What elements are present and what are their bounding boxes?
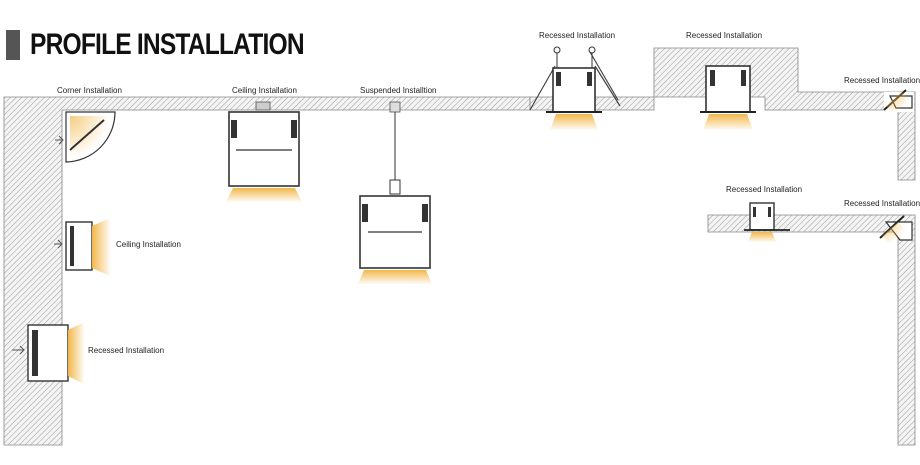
- label-suspended-installation: Suspended Installtion: [360, 86, 437, 95]
- label-recessed-installation-wall: Recessed Installation: [88, 346, 165, 355]
- recessed-corner-installation-profile-low: [879, 215, 913, 244]
- wall-recessed-installation-profile: [12, 322, 84, 384]
- corner-installation-profile: [55, 111, 116, 163]
- recessed-corner-installation-profile-top: [883, 89, 914, 114]
- label-corner-installation: Corner Installation: [57, 86, 122, 95]
- label-recessed-installation-small: Recessed Installation: [726, 185, 803, 194]
- ceiling-installation-profile: [226, 101, 302, 202]
- label-ceiling-installation-top: Ceiling Installation: [232, 86, 297, 95]
- label-ceiling-installation-wall: Ceiling Installation: [116, 240, 181, 249]
- label-recessed-installation-corner-low: Recessed Installation: [844, 199, 920, 208]
- recessed-installation-profile-2: [700, 65, 756, 130]
- recessed-installation-profile-1: [529, 46, 621, 130]
- suspended-installation-profile: [358, 101, 432, 284]
- recessed-installation-profile-small: [744, 202, 790, 242]
- label-recessed-installation-corner-top: Recessed Installation: [844, 76, 920, 85]
- title-accent-bar: [6, 30, 20, 60]
- wall-ceiling-installation-profile: [54, 218, 110, 276]
- title-text: PROFILE INSTALLATION: [30, 28, 305, 61]
- page-title: PROFILE INSTALLATION: [6, 28, 364, 62]
- label-recessed-installation-2: Recessed Installation: [686, 31, 763, 40]
- label-recessed-installation-1: Recessed Installation: [539, 31, 616, 40]
